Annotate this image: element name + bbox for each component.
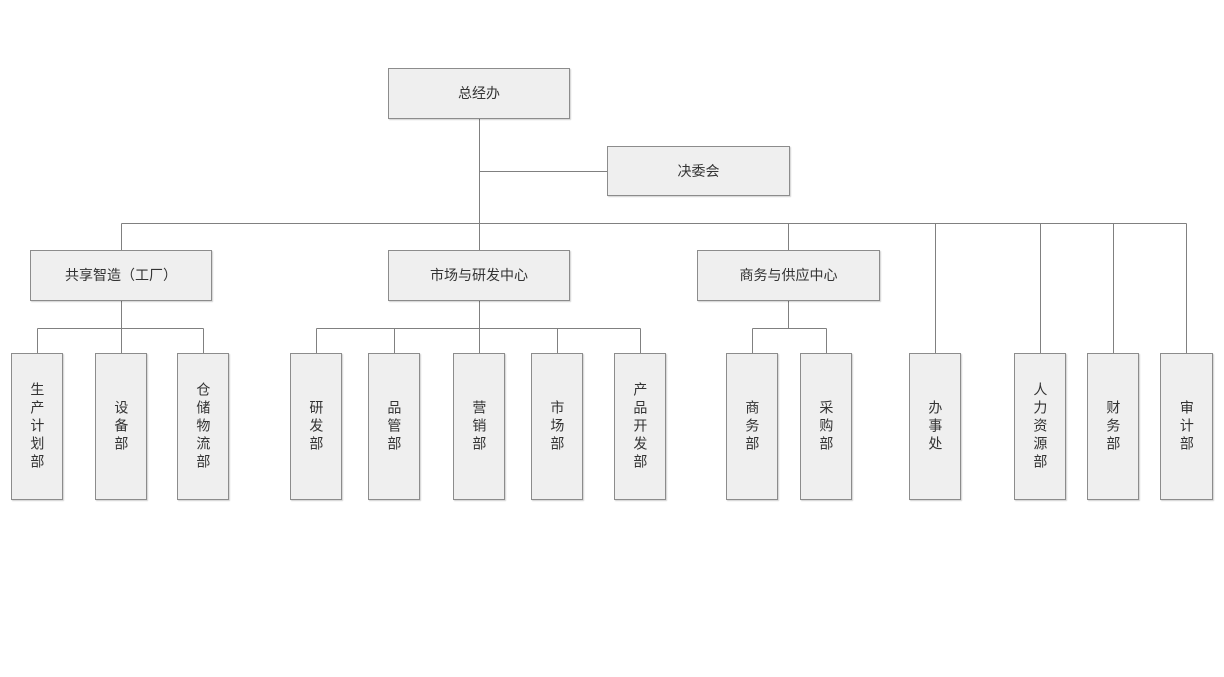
node-label: 品管部 (386, 399, 403, 454)
org-node-division-business-supply-center[interactable]: 商务与供应中心 (697, 250, 880, 301)
org-node-dept-hr[interactable]: 人力资源部 (1014, 353, 1066, 500)
org-node-dept-quality-control[interactable]: 品管部 (368, 353, 420, 500)
org-node-dept-equipment[interactable]: 设备部 (95, 353, 147, 500)
org-node-dept-procurement[interactable]: 采购部 (800, 353, 852, 500)
org-node-dept-branch-office[interactable]: 办事处 (909, 353, 961, 500)
node-label: 营销部 (471, 399, 488, 454)
node-label: 市场部 (549, 399, 566, 454)
org-node-dept-production-planning[interactable]: 生产计划部 (11, 353, 63, 500)
node-label: 产品开发部 (632, 381, 649, 472)
node-label: 仓储物流部 (195, 381, 212, 472)
org-node-dept-market[interactable]: 市场部 (531, 353, 583, 500)
node-label: 人力资源部 (1032, 381, 1049, 472)
org-node-dept-rd[interactable]: 研发部 (290, 353, 342, 500)
org-node-division-market-rd-center[interactable]: 市场与研发中心 (388, 250, 570, 301)
node-label: 共享智造（工厂） (65, 267, 177, 284)
node-label: 市场与研发中心 (430, 267, 528, 284)
node-label: 采购部 (818, 399, 835, 454)
node-label: 总经办 (458, 85, 500, 102)
org-node-division-shared-manufacturing[interactable]: 共享智造（工厂） (30, 250, 212, 301)
org-node-dept-marketing[interactable]: 营销部 (453, 353, 505, 500)
node-label: 商务部 (744, 399, 761, 454)
node-label: 审计部 (1178, 399, 1195, 454)
org-node-dept-warehouse-logistics[interactable]: 仓储物流部 (177, 353, 229, 500)
org-node-dept-product-development[interactable]: 产品开发部 (614, 353, 666, 500)
org-node-dept-business[interactable]: 商务部 (726, 353, 778, 500)
node-label: 财务部 (1105, 399, 1122, 454)
org-node-decision-committee[interactable]: 决委会 (607, 146, 790, 196)
org-node-dept-finance[interactable]: 财务部 (1087, 353, 1139, 500)
node-label: 研发部 (308, 399, 325, 454)
node-label: 商务与供应中心 (739, 267, 838, 284)
org-node-general-manager-office[interactable]: 总经办 (388, 68, 570, 119)
node-label: 设备部 (113, 399, 130, 454)
node-label: 决委会 (677, 162, 720, 179)
node-label: 生产计划部 (29, 381, 46, 472)
node-label: 办事处 (927, 399, 944, 454)
org-node-dept-audit[interactable]: 审计部 (1160, 353, 1213, 500)
